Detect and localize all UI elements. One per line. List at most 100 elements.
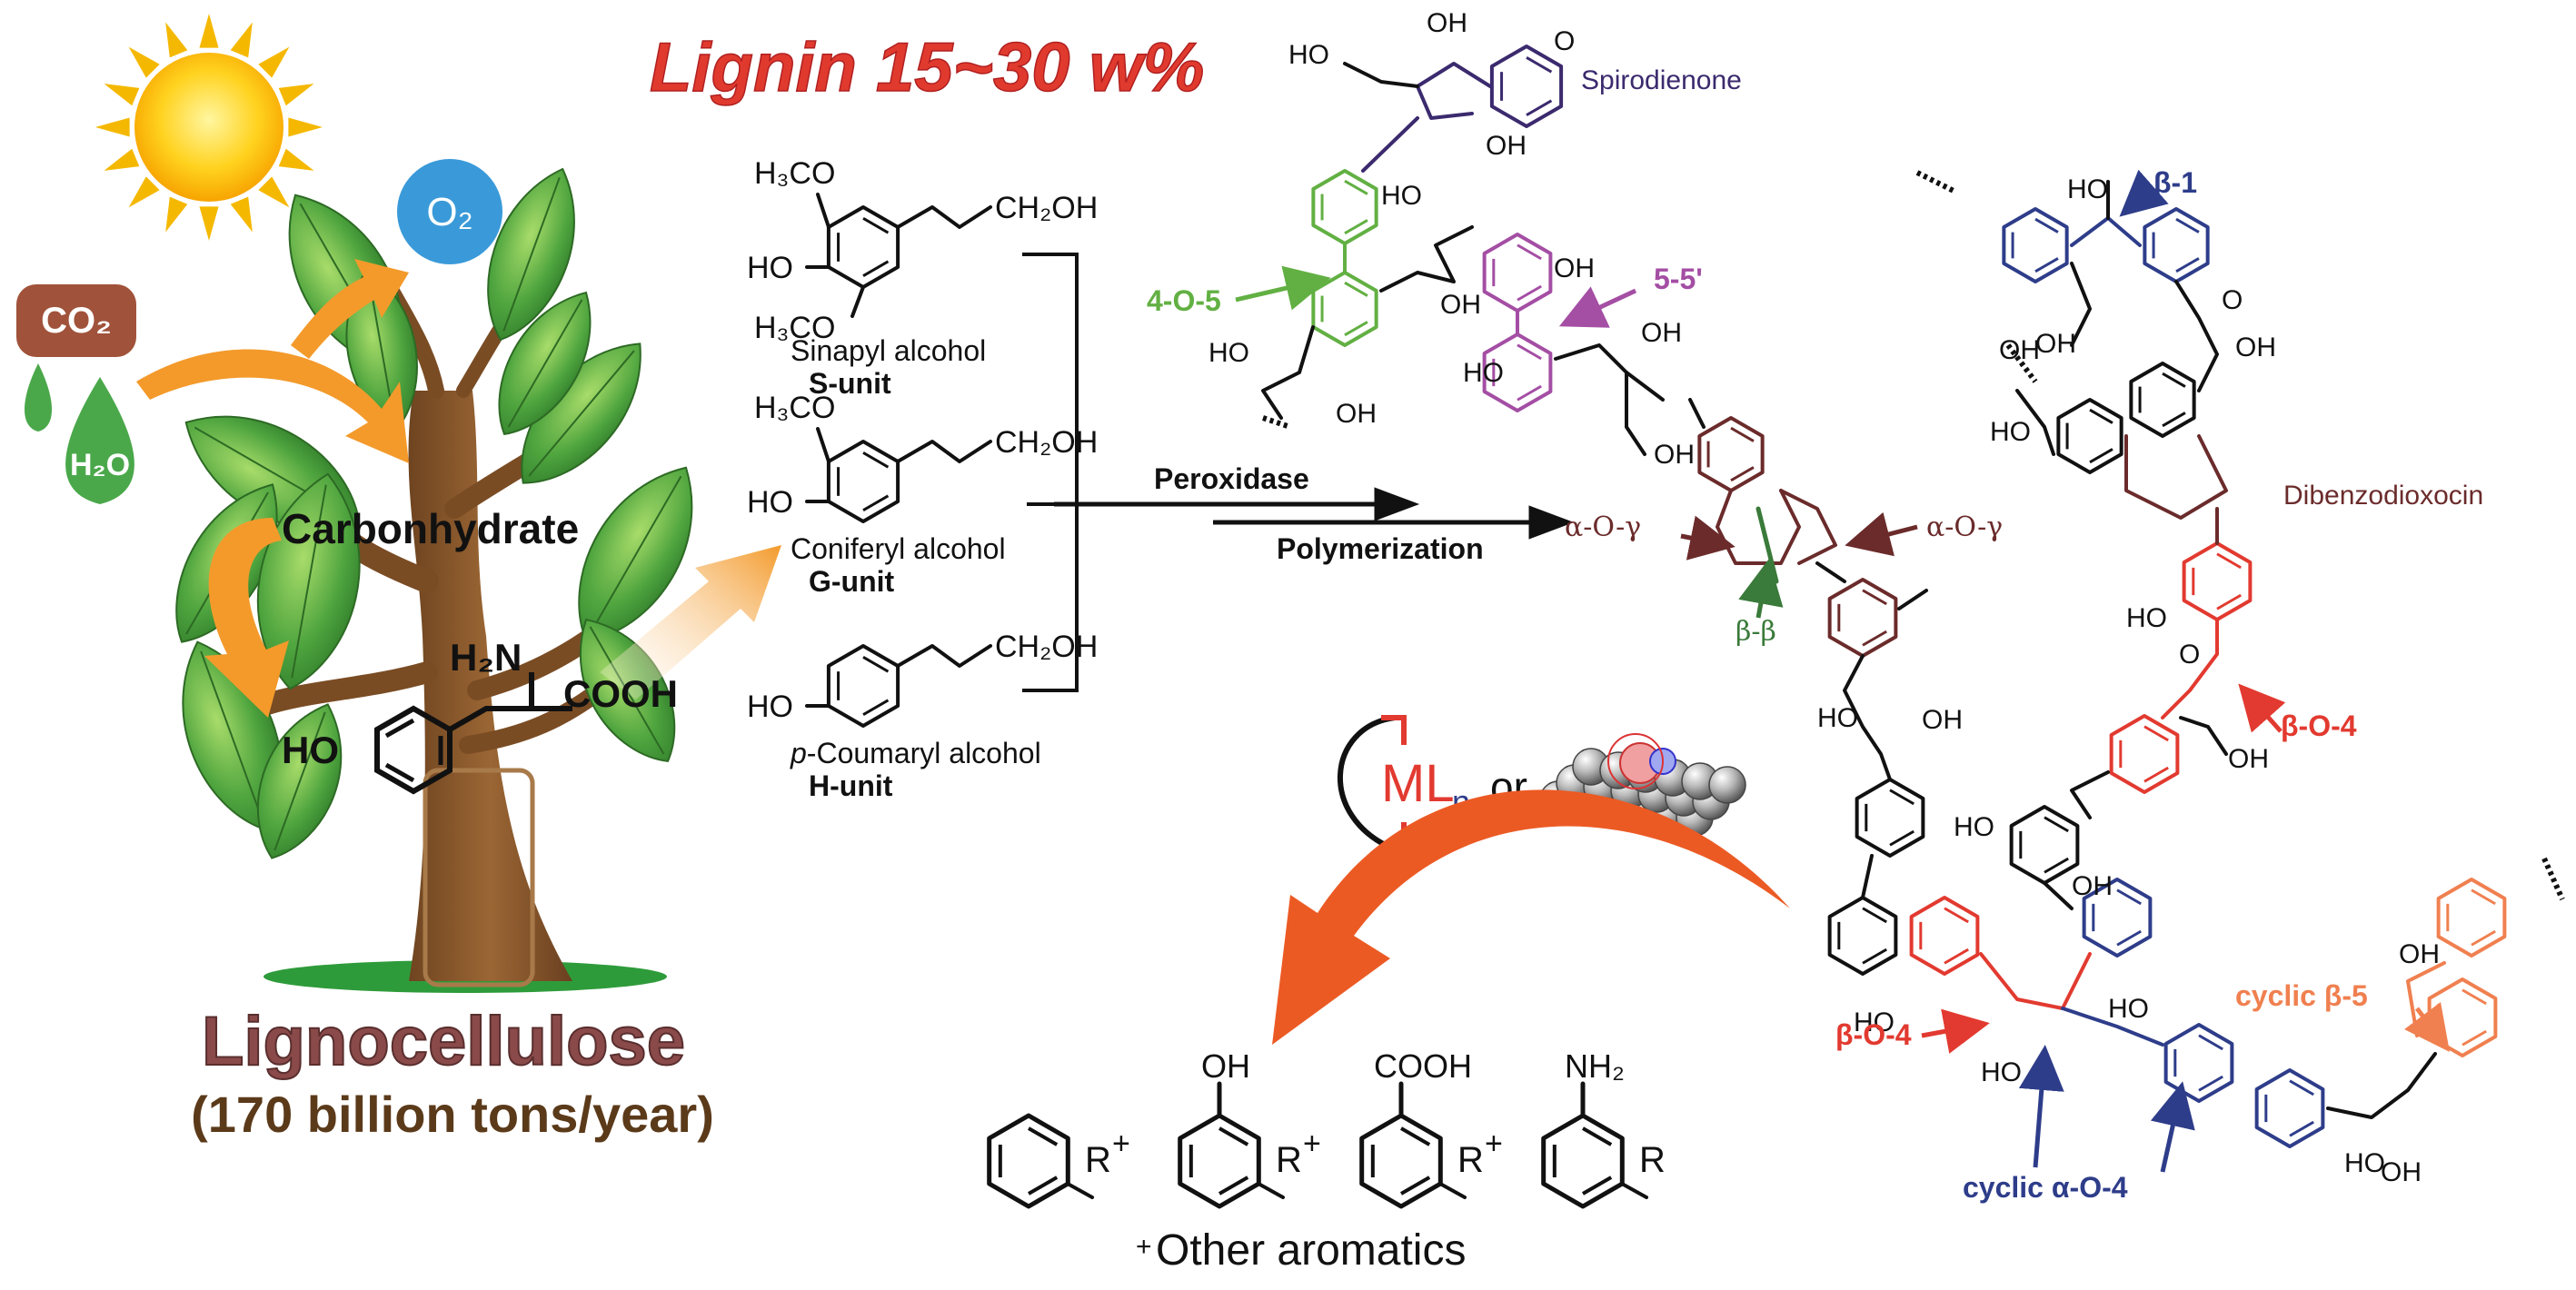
dashed-bond [1915, 170, 1955, 194]
linkage-label: 5-5' [1654, 263, 1703, 295]
double-bond [1889, 789, 1915, 806]
double-bond [1517, 384, 1542, 402]
double-bond [1218, 1176, 1249, 1196]
double-bond [2216, 593, 2242, 610]
linkage-label: α-O-γ [1926, 511, 2003, 543]
bond-chain [1779, 489, 1837, 565]
double-bond [1517, 284, 1542, 302]
atom-label: OH [1922, 705, 1963, 735]
atom-label: HO [1381, 181, 1422, 211]
double-bond [2471, 929, 2496, 947]
atom-label: HO [1854, 1007, 1895, 1037]
bond-chain [2061, 1007, 2164, 1047]
double-bond [862, 452, 890, 469]
double-bond [1344, 281, 1368, 297]
linkage-label: β-β [1736, 616, 1776, 648]
bond [1815, 561, 1846, 583]
sun-ray [199, 14, 219, 48]
double-bond [2175, 257, 2200, 273]
atom-label: HO [1990, 417, 2031, 447]
monomer-name: Coniferyl alcohol [791, 532, 1006, 565]
bond-chain [1979, 952, 2092, 1010]
linkage-arrow [2150, 1081, 2195, 1173]
oh-label: OH [1201, 1047, 1250, 1085]
double-bond [2044, 857, 2069, 874]
sun-ray [128, 176, 160, 208]
bond-chain [2070, 216, 2142, 247]
atom-label: OH [2072, 871, 2113, 901]
double-bond [1027, 1176, 1059, 1196]
double-bond [1344, 321, 1368, 337]
double-bond [1730, 426, 1755, 442]
double-bond [862, 260, 890, 277]
o2-label: O₂ [426, 190, 472, 234]
double-bond [1944, 907, 1969, 924]
linkage-label: 4-O-5 [1147, 284, 1221, 317]
sun-ray [278, 148, 314, 171]
h2o-label: H₂O [70, 448, 130, 482]
double-bond [1862, 948, 1887, 965]
benzene-ring [1541, 1113, 1625, 1209]
product-1: R+OH [1178, 1047, 1321, 1209]
bond [1688, 398, 1706, 429]
metal-label: ML [1381, 754, 1455, 813]
atom-label: HO [2067, 174, 2108, 204]
atom-label: HO [2344, 1148, 2385, 1178]
atom-label: OH [1554, 253, 1595, 283]
name-rest: -Coumaryl alcohol [807, 737, 1041, 769]
methoxy-label: H₃CO [754, 156, 835, 191]
linkage-arrow [1680, 515, 1736, 561]
lignocellulose-label: Lignocellulose [202, 1003, 685, 1080]
bond-chain [1625, 371, 1646, 456]
double-bond [2216, 552, 2242, 570]
lignocellulose-amount: (170 billion tons/year) [191, 1086, 714, 1143]
double-bond [2289, 1079, 2314, 1096]
double-bond [1862, 630, 1887, 647]
atom-label: HO [1288, 40, 1329, 70]
bond-chain [2174, 280, 2219, 392]
leaf-vein [274, 711, 326, 851]
dashed-bond [1262, 415, 1291, 430]
other-aromatics-label: Other aromatics [1156, 1226, 1466, 1275]
atom-label: OH [2235, 332, 2276, 362]
linkage-arrow [1921, 1008, 1990, 1054]
sun-ray [104, 148, 140, 171]
sun-ray [104, 84, 140, 106]
double-bond [1889, 829, 1915, 847]
benzene-ring [1489, 45, 1564, 128]
bond-chain [2070, 262, 2092, 347]
linkage-arrow [2238, 683, 2286, 733]
double-bond [1517, 343, 1542, 361]
double-bond [1730, 466, 1755, 482]
atom-label: O [2179, 640, 2200, 670]
atom-label: OH [2381, 1157, 2422, 1187]
double-bond [1399, 1126, 1431, 1146]
atom-label: HO [2126, 603, 2167, 633]
double-bond [1517, 243, 1542, 261]
bond-chain [896, 205, 992, 229]
bond-chain [2043, 881, 2074, 910]
ho-label: HO [747, 690, 793, 724]
double-bond [2143, 766, 2169, 783]
benzene-ring [2427, 977, 2498, 1057]
atom-label: OH [1440, 290, 1481, 320]
atom-label: OH [2399, 939, 2440, 969]
bond [1620, 1182, 1648, 1199]
bond-chain [1416, 62, 1492, 120]
o2-badge: O₂ [397, 159, 502, 264]
linkage-arrow [1845, 511, 1918, 557]
linkage-label: cyclic α-O-4 [1963, 1171, 2128, 1204]
double-bond [1218, 1126, 1249, 1146]
linkage-arrow [2404, 1002, 2450, 1052]
benzene-ring [1855, 778, 1925, 858]
leaf [498, 291, 592, 436]
bond [1438, 1182, 1467, 1199]
linkage-arrow [1738, 559, 1784, 619]
benzene-ring [987, 1113, 1070, 1209]
bond-chain [1716, 489, 1801, 565]
dashed-bond [2005, 343, 2038, 383]
linkage-labels: SpirodienoneDibenzodioxocin4-O-55-5'α-O-… [1147, 65, 2483, 1204]
